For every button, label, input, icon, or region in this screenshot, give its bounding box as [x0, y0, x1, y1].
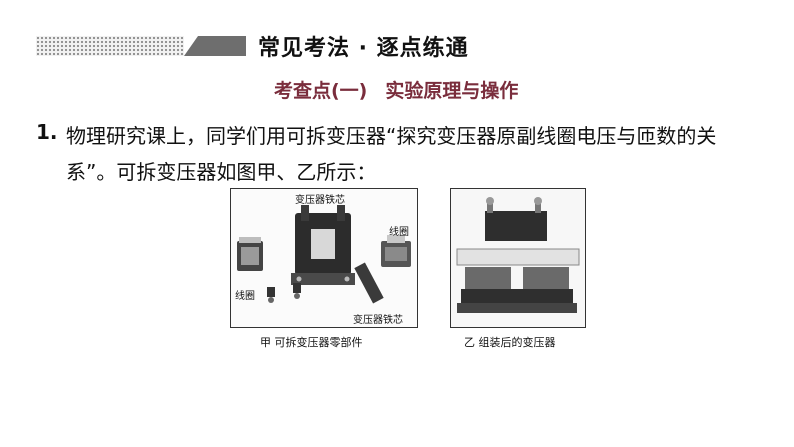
section-title: 常见考法 · 逐点练通: [258, 36, 469, 61]
figure-jia-photo: 变压器铁芯 线圈 线圈 变压器铁芯: [230, 188, 418, 328]
caption-jia: 甲 可拆变压器零部件: [260, 336, 363, 349]
label-core-bottom: 变压器铁芯: [353, 315, 403, 326]
figure-yi-photo: [450, 188, 586, 328]
banner-hatch: [36, 36, 184, 56]
label-coil-left: 线圈: [235, 291, 255, 302]
subsection-title: 考查点(一) 实验原理与操作: [274, 76, 518, 103]
label-core-top: 变压器铁芯: [295, 195, 345, 206]
subsection-label: 考查点(一): [274, 80, 368, 102]
section-banner-decoration: [36, 36, 246, 56]
label-coil-right: 线圈: [389, 227, 409, 238]
caption-yi: 乙 组装后的变压器: [464, 336, 556, 349]
transformer-parts-illustration: [231, 189, 417, 327]
subsection-topic: 实验原理与操作: [385, 80, 519, 102]
banner-dark-tab: [184, 36, 246, 56]
question-text: 物理研究课上，同学们用可拆变压器“探究变压器原副线圈电压与匝数的关系”。可拆变压…: [66, 124, 717, 184]
assembled-transformer-illustration: [451, 189, 585, 327]
question-number: 1.: [36, 120, 58, 144]
